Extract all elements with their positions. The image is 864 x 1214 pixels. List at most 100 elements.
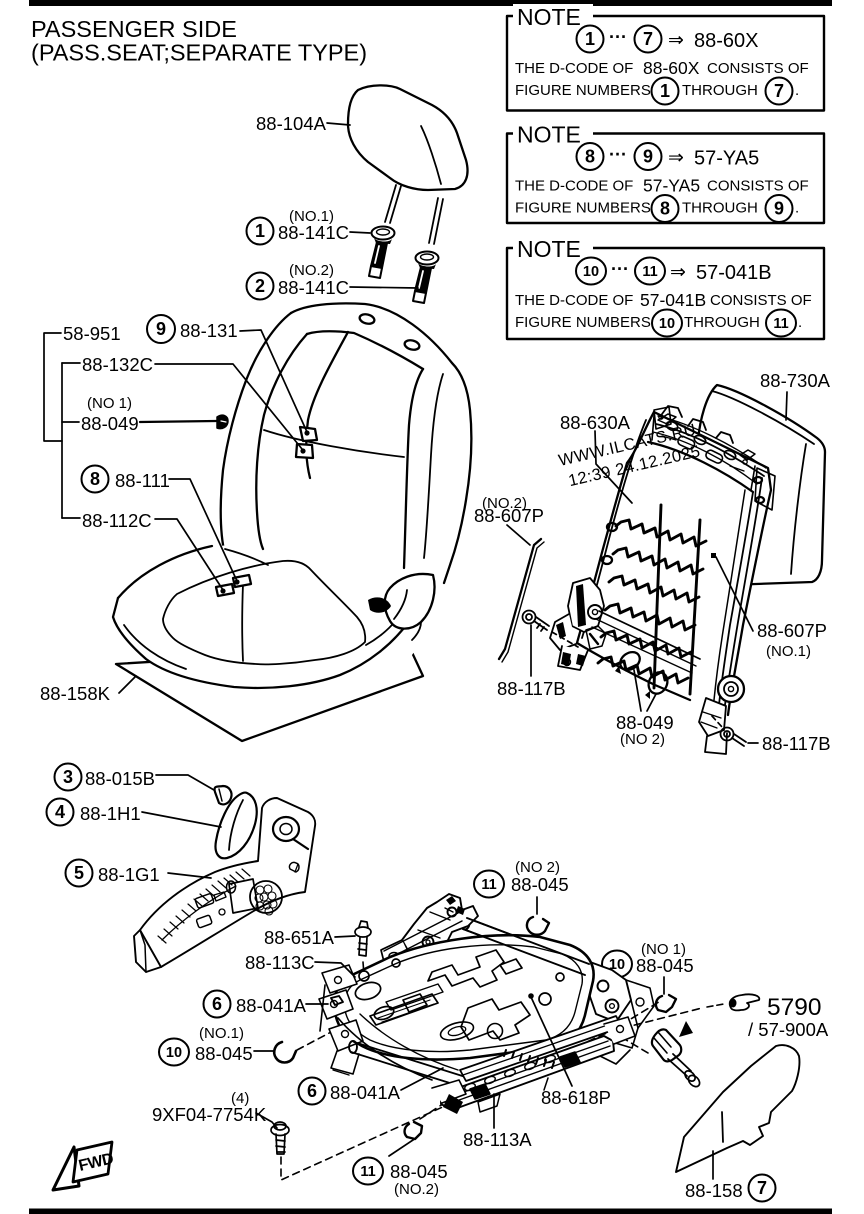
svg-text:NOTE: NOTE	[517, 4, 581, 30]
svg-text:57-YA5: 57-YA5	[643, 176, 700, 196]
svg-text:FIGURE NUMBERS: FIGURE NUMBERS	[515, 82, 651, 99]
svg-text:88-1G1: 88-1G1	[98, 864, 160, 885]
svg-text:88-113A: 88-113A	[463, 1129, 532, 1150]
svg-text:1: 1	[585, 29, 595, 49]
svg-text:(NO.2): (NO.2)	[394, 1181, 439, 1198]
svg-text:8: 8	[585, 147, 595, 167]
svg-text:57-041B: 57-041B	[696, 262, 772, 284]
svg-text:(NO.1): (NO.1)	[289, 208, 334, 225]
svg-text:57-YA5: 57-YA5	[694, 148, 759, 170]
svg-text:CONSISTS OF: CONSISTS OF	[707, 178, 809, 195]
svg-text:FIGURE NUMBERS: FIGURE NUMBERS	[515, 314, 651, 331]
svg-text:11: 11	[360, 1164, 375, 1180]
svg-text:(NO 2): (NO 2)	[515, 859, 560, 876]
svg-text:(NO.2): (NO.2)	[289, 262, 334, 279]
svg-text:FIGURE NUMBERS: FIGURE NUMBERS	[515, 200, 651, 217]
svg-text:88-618P: 88-618P	[541, 1087, 611, 1108]
svg-text:(NO 2): (NO 2)	[620, 731, 665, 748]
svg-text:88-60X: 88-60X	[643, 58, 700, 78]
svg-text:THE D-CODE OF: THE D-CODE OF	[515, 60, 633, 77]
svg-text:NOTE: NOTE	[517, 122, 581, 148]
svg-text:88-158: 88-158	[685, 1180, 743, 1201]
svg-text:7: 7	[757, 1178, 767, 1198]
svg-text:···: ···	[611, 259, 629, 279]
svg-text:88-60X: 88-60X	[694, 30, 759, 52]
svg-text:88-111: 88-111	[115, 470, 170, 491]
svg-text:88-041A: 88-041A	[330, 1082, 401, 1103]
svg-text:11: 11	[773, 316, 788, 332]
svg-text:58-951: 58-951	[63, 323, 121, 344]
svg-text:88-651A: 88-651A	[264, 927, 335, 948]
svg-text:.: .	[798, 314, 802, 331]
svg-text:88-141C: 88-141C	[278, 277, 349, 298]
svg-text:88-141C: 88-141C	[278, 222, 349, 243]
svg-text:1: 1	[660, 81, 670, 101]
svg-text:88-045: 88-045	[195, 1043, 253, 1064]
svg-text:4: 4	[55, 802, 65, 822]
svg-text:9XF04-7754K: 9XF04-7754K	[152, 1104, 267, 1125]
svg-text:88-630A: 88-630A	[560, 412, 631, 433]
svg-text:9: 9	[643, 147, 653, 167]
svg-text:6: 6	[212, 994, 222, 1014]
svg-text:88-049: 88-049	[81, 413, 139, 434]
svg-text:THE D-CODE OF: THE D-CODE OF	[515, 292, 633, 309]
svg-text:THROUGH: THROUGH	[684, 314, 760, 331]
svg-text:10: 10	[166, 1045, 182, 1061]
svg-text:88-049: 88-049	[616, 712, 674, 733]
svg-text:88-131: 88-131	[180, 320, 238, 341]
svg-text:THROUGH: THROUGH	[682, 82, 758, 99]
svg-text:88-015B: 88-015B	[85, 768, 155, 789]
svg-text:10: 10	[659, 316, 675, 332]
svg-text:11: 11	[481, 877, 496, 893]
svg-text:.: .	[795, 82, 799, 99]
svg-text:⇒: ⇒	[670, 262, 686, 283]
svg-text:(NO 1): (NO 1)	[641, 941, 686, 958]
svg-text:CONSISTS OF: CONSISTS OF	[710, 292, 812, 309]
svg-text:(4): (4)	[231, 1090, 249, 1107]
svg-text:88-730A: 88-730A	[760, 370, 831, 391]
svg-text:88-1H1: 88-1H1	[80, 803, 141, 824]
svg-text:NOTE: NOTE	[517, 236, 581, 262]
svg-text:5790: 5790	[767, 994, 822, 1021]
svg-text:88-117B: 88-117B	[762, 733, 831, 754]
svg-text:88-104A: 88-104A	[256, 113, 327, 134]
svg-text:88-158K: 88-158K	[40, 683, 111, 704]
svg-text:7: 7	[643, 29, 653, 49]
svg-text:3: 3	[63, 767, 73, 787]
svg-text:10: 10	[583, 264, 599, 280]
svg-text:6: 6	[307, 1081, 317, 1101]
svg-text:88-117B: 88-117B	[497, 678, 566, 699]
svg-text:THE D-CODE OF: THE D-CODE OF	[515, 178, 633, 195]
svg-text:1: 1	[255, 221, 265, 241]
svg-text:(NO.2): (NO.2)	[482, 495, 527, 512]
svg-text:10: 10	[609, 957, 625, 973]
svg-text:8: 8	[660, 199, 670, 219]
svg-text:9: 9	[774, 199, 784, 219]
svg-text:5: 5	[74, 863, 84, 883]
svg-text:THROUGH: THROUGH	[682, 200, 758, 217]
svg-text:88-113C: 88-113C	[245, 952, 315, 973]
svg-text:88-045: 88-045	[636, 955, 694, 976]
svg-text:(NO.1): (NO.1)	[766, 643, 811, 660]
svg-text:(NO 1): (NO 1)	[87, 395, 132, 412]
svg-text:88-112C: 88-112C	[82, 510, 152, 531]
svg-text:/ 57-900A: / 57-900A	[748, 1019, 829, 1040]
svg-text:CONSISTS OF: CONSISTS OF	[707, 60, 809, 77]
svg-text:.: .	[795, 200, 799, 217]
svg-text:PASSENGER SIDE: PASSENGER SIDE	[31, 16, 237, 42]
svg-text:88-132C: 88-132C	[82, 354, 153, 375]
svg-text:2: 2	[255, 276, 265, 296]
svg-text:88-041A: 88-041A	[236, 995, 307, 1016]
svg-text:⇒: ⇒	[668, 148, 684, 169]
svg-text:⇒: ⇒	[668, 30, 684, 51]
svg-text:(PASS.SEAT;SEPARATE TYPE): (PASS.SEAT;SEPARATE TYPE)	[31, 40, 367, 66]
svg-text:88-045: 88-045	[390, 1161, 448, 1182]
svg-text:(NO.1): (NO.1)	[199, 1025, 244, 1042]
svg-text:···: ···	[609, 27, 627, 47]
svg-text:57-041B: 57-041B	[640, 290, 706, 310]
svg-text:11: 11	[642, 264, 657, 280]
svg-text:8: 8	[90, 469, 100, 489]
svg-text:9: 9	[156, 319, 166, 339]
svg-text:88-045: 88-045	[511, 874, 569, 895]
svg-text:···: ···	[609, 145, 627, 165]
